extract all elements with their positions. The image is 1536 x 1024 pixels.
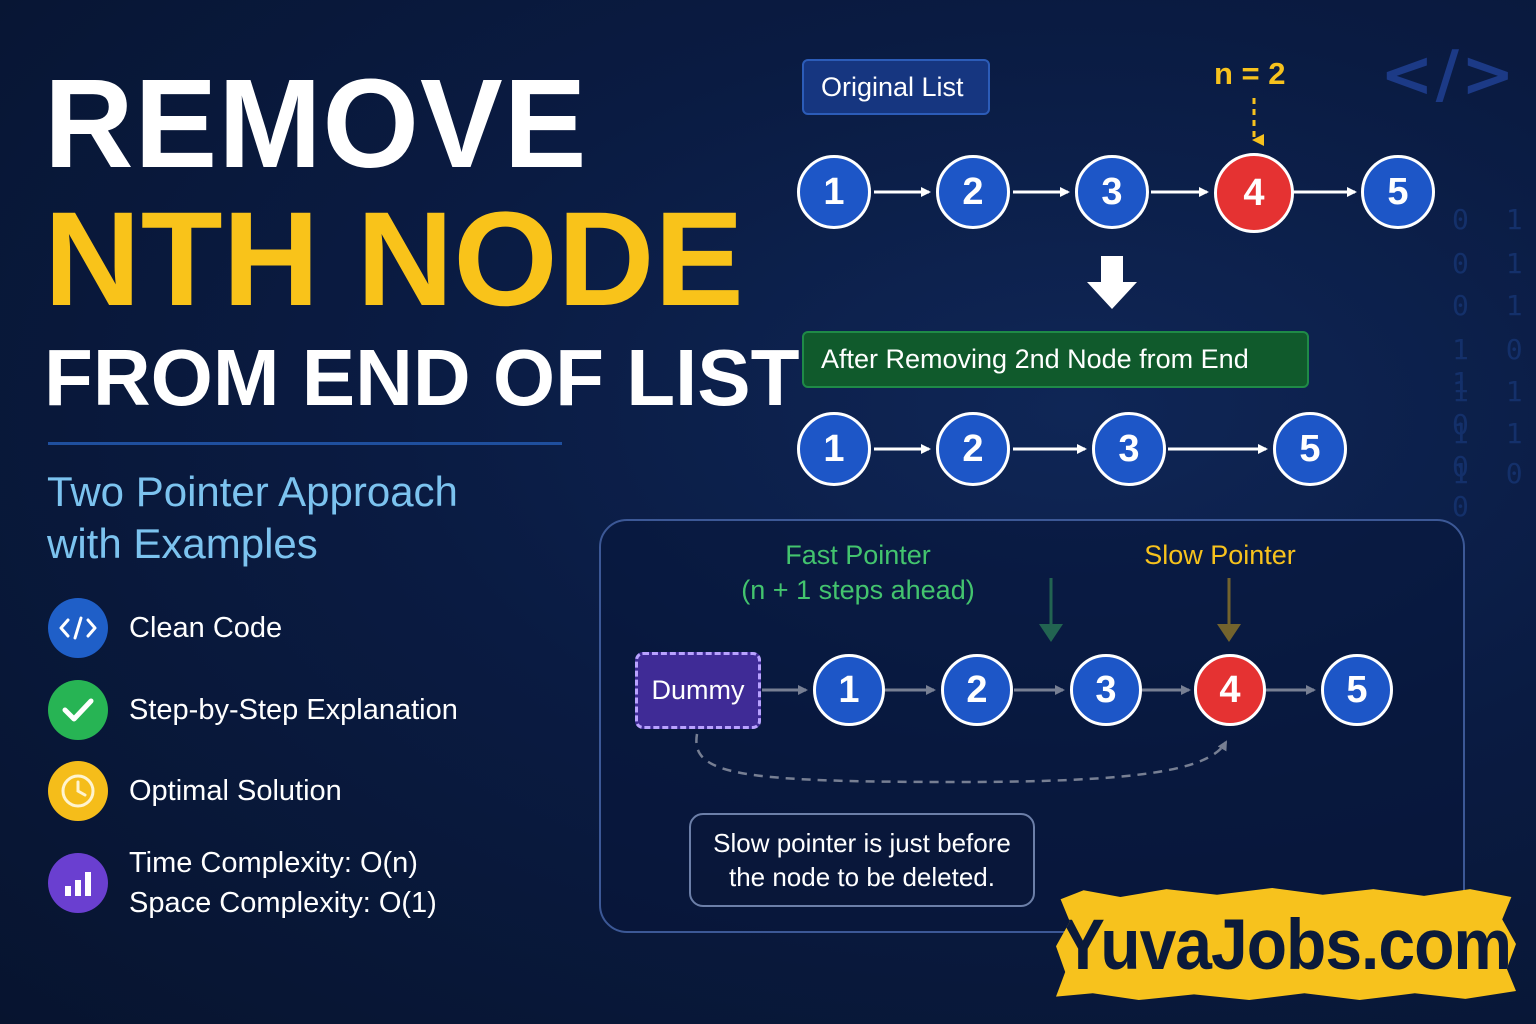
subtitle-line-1: Two Pointer Approach [47, 468, 458, 515]
binary-decoration: 1 1 0 [1452, 375, 1533, 441]
feature-label: Time Complexity: O(n) Space Complexity: … [129, 843, 437, 923]
list-node: 1 [813, 654, 885, 726]
note-line-2: the node to be deleted. [728, 862, 995, 892]
target-node: 4 [1194, 654, 1266, 726]
brand-banner: YuvaJobs.com [1056, 888, 1516, 1000]
code-tag-decoration: </> [1380, 38, 1517, 112]
subtitle: Two Pointer Approach with Examples [47, 466, 567, 570]
feature-complexity: Time Complexity: O(n) Space Complexity: … [48, 843, 437, 923]
space-complexity: Space Complexity: O(1) [129, 887, 437, 919]
binary-decoration: 0 1 [1452, 247, 1533, 280]
bar-chart-icon [48, 853, 108, 913]
note-line-1: Slow pointer is just before [713, 828, 1011, 858]
fast-pointer-note: (n + 1 steps ahead) [741, 575, 975, 605]
list-node: 2 [936, 155, 1010, 229]
code-icon [48, 598, 108, 658]
feature-optimal: Optimal Solution [48, 761, 342, 821]
checkmark-icon [48, 680, 108, 740]
binary-decoration: 1 0 1 [1452, 333, 1533, 399]
title-line-3: FROM END OF LIST [44, 333, 800, 422]
fast-pointer-title: Fast Pointer [785, 540, 931, 570]
brand-text: YuvaJobs.com [1060, 904, 1512, 984]
slow-pointer-label: Slow Pointer [1144, 540, 1296, 570]
binary-decoration: 1 1 0 [1452, 417, 1533, 483]
binary-decoration: 1 0 0 [1452, 457, 1533, 523]
after-removal-label: After Removing 2nd Node from End [802, 331, 1309, 388]
dummy-node: Dummy [635, 652, 761, 729]
list-node: 3 [1070, 654, 1142, 726]
binary-decoration: 0 1 [1452, 289, 1533, 322]
title-line-1: REMOVE [44, 53, 588, 195]
list-node: 5 [1361, 155, 1435, 229]
target-node: 4 [1214, 153, 1294, 233]
original-list-label: Original List [802, 59, 990, 115]
list-node: 2 [936, 412, 1010, 486]
transform-arrow [1087, 256, 1137, 309]
time-complexity: Time Complexity: O(n) [129, 847, 418, 879]
list-node: 1 [797, 155, 871, 229]
feature-clean-code: Clean Code [48, 598, 282, 658]
n-value-label: n = 2 [1214, 56, 1286, 91]
binary-decoration: 0 1 [1452, 203, 1533, 236]
clock-icon [48, 761, 108, 821]
list-node: 3 [1075, 155, 1149, 229]
feature-step-by-step: Step-by-Step Explanation [48, 680, 458, 740]
subtitle-line-2: with Examples [47, 520, 318, 567]
title-line-2: NTH NODE [44, 185, 744, 334]
explanation-note: Slow pointer is just before the node to … [689, 813, 1035, 907]
feature-label: Optimal Solution [129, 775, 342, 807]
fast-pointer-label: Fast Pointer (n + 1 steps ahead) [730, 538, 986, 608]
list-node: 2 [941, 654, 1013, 726]
list-node: 1 [797, 412, 871, 486]
feature-label: Step-by-Step Explanation [129, 694, 458, 726]
list-node: 5 [1273, 412, 1347, 486]
list-node: 3 [1092, 412, 1166, 486]
feature-label: Clean Code [129, 612, 283, 644]
list-node: 5 [1321, 654, 1393, 726]
title-divider [48, 442, 562, 445]
